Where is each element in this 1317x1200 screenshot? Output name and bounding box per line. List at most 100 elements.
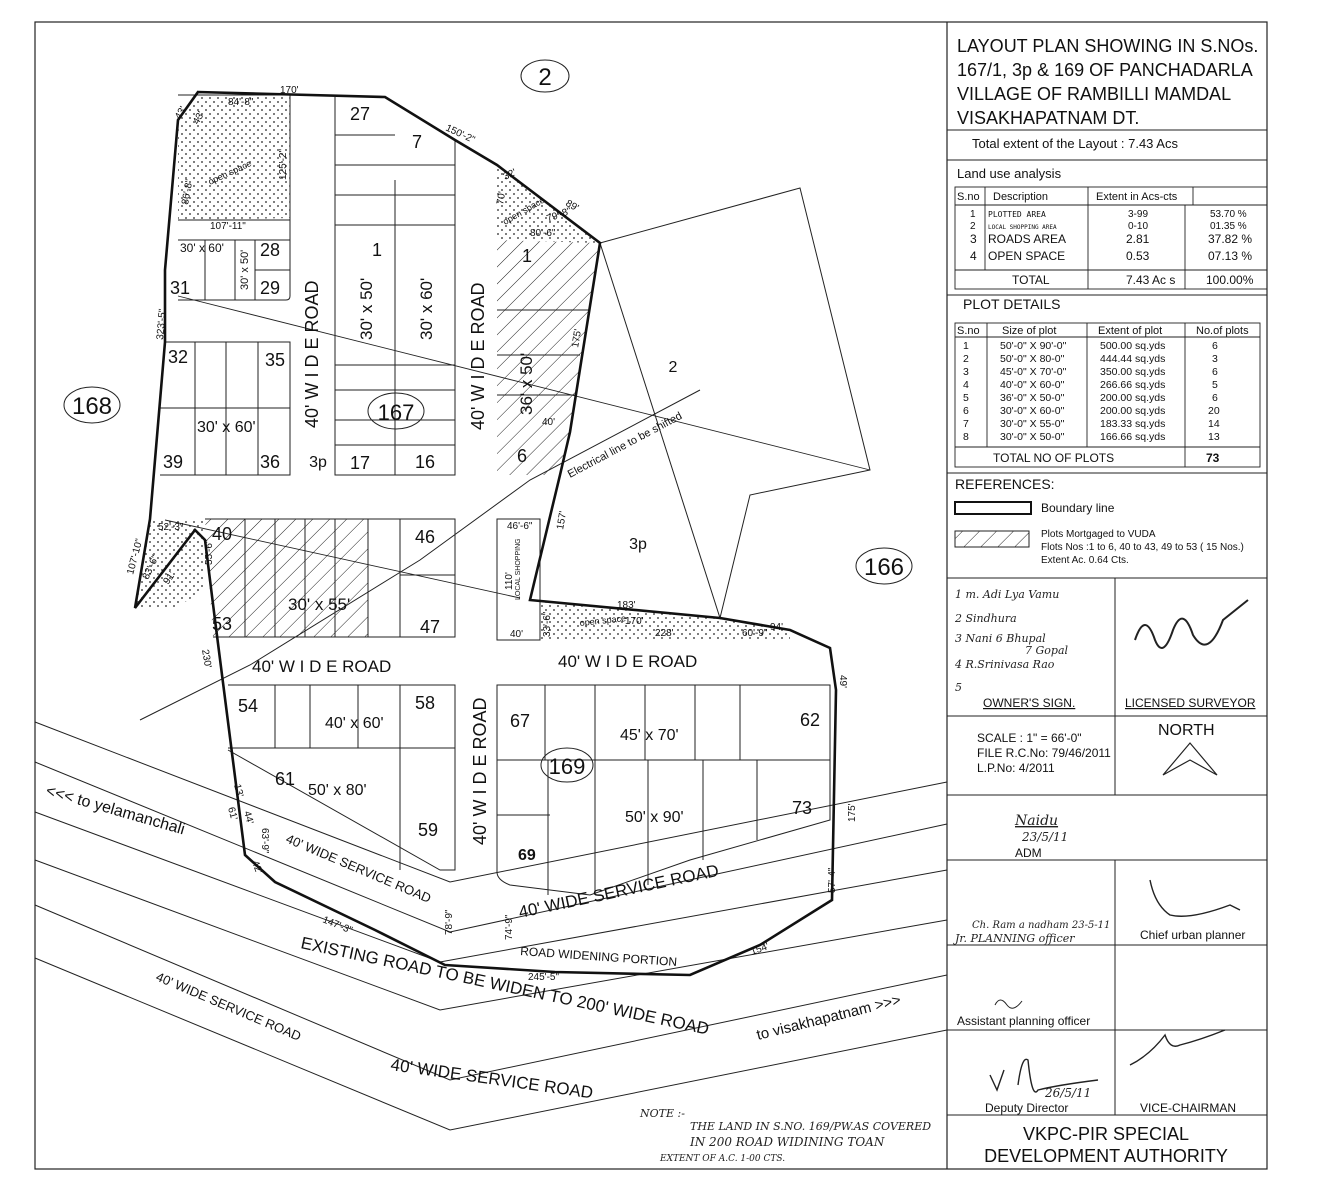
plot-29: 29 [260,278,280,298]
dim-57-4: 57'-4" [827,867,838,893]
plot-details-heading: PLOT DETAILS [963,296,1061,312]
plot-46: 46 [415,527,435,547]
dim-110: 110' [504,572,515,590]
size-30x60-north: 30' x 60' [180,241,224,255]
dd-label: Deputy Director [985,1101,1068,1115]
lu-row-4-desc: OPEN SPACE [988,249,1065,263]
scale-text: SCALE : 1" = 66'-0" [977,731,1082,745]
plot-32: 32 [168,347,188,367]
pd-row-7-size: 30'-0" X 55-0" [1000,418,1065,430]
ref-mortgaged-2: Flots Nos :1 to 6, 40 to 43, 49 to 53 ( … [1041,542,1244,553]
survey-2-inner-label: 2 [669,359,678,376]
road-widening-label: ROAD WIDENING PORTION [520,944,678,969]
dim-80-6: 80'-6" [530,228,556,239]
dim-125-2: 125'-2" [278,149,289,180]
note-label: NOTE :- [639,1107,685,1120]
file-rc-text: FILE R.C.No: 79/46/2011 [977,746,1111,760]
plot-31: 31 [170,278,190,298]
pd-head-count: No.of plots [1196,325,1249,337]
land-use-table [954,186,1268,290]
size-45x70: 45' x 70' [620,727,679,744]
pd-row-8-sno: 8 [963,431,969,443]
lu-row-4-sno: 4 [970,249,977,263]
pd-row-5-size: 36'-0" X 50-0" [1000,392,1065,404]
dim-74-9: 74'-9" [504,914,515,940]
size-40x60: 40' x 60' [325,715,384,732]
neighbor-168-circle [63,386,121,424]
dim-70: 70' [495,191,508,206]
lu-row-3-sno: 3 [970,232,977,246]
plot-53: 53 [212,614,232,634]
owners-signatures: 1 m. Adi Lya Vamu 2 Sindhura 3 Nani 6 Bh… [954,588,1069,694]
lu-rows: 1 PLOTTED AREA 3-99 53.70 % 2 LOCAL SHOP… [970,209,1252,263]
lu-row-1-ext: 3-99 [1128,209,1148,220]
pd-row-1-size: 50'-0" X 90'-0" [1000,340,1067,352]
dim-170: 170' [280,85,299,96]
boundary-legend-symbol [954,501,1032,515]
service-road-label-3: 40' WIDE SERVICE ROAD [154,969,304,1044]
plot-47: 47 [420,617,440,637]
lp-no-text: L.P.No: 4/2011 [977,761,1055,775]
dim-13: 13' [231,783,245,799]
survey-169-label: 169 [549,754,586,779]
adm-signature: Naidu [1014,813,1058,829]
jpo-label: Jr. PLANNING officer [953,932,1075,945]
pd-total-count: 73 [1206,451,1220,465]
size-30x55: 30' x 55' [288,595,350,614]
open-space-south [540,602,790,640]
electrical-line [139,389,701,721]
ref-mortgaged-3: Extent Ac. 0.64 Cts. [1041,555,1129,566]
dim-157: 157' [555,510,569,530]
plot-67: 67 [510,711,530,731]
dim-170-b: 170' [625,616,644,627]
cup-signature-graphic [1149,879,1241,917]
authority-line-1: VKPC-PIR SPECIAL [1023,1124,1189,1144]
plot-1-west: 1 [372,240,382,260]
pd-row-7-sno: 7 [963,418,969,430]
survey-167-label: 167 [378,400,415,425]
lu-head-desc: Description [993,191,1048,203]
plot-17: 17 [350,453,370,473]
dim-46-6: 46'-6" [507,521,533,532]
owner-7: 7 Gopal [1025,644,1069,657]
owner-1: 1 m. Adi Lya Vamu [955,588,1059,601]
apo-signature-graphic [994,999,1023,1009]
pd-row-4-count: 5 [1212,379,1218,391]
to-yelamanchali-label: <<< to yelamanchali [44,783,187,839]
authority-line-2: DEVELOPMENT AUTHORITY [984,1146,1228,1166]
title-line-3: VILLAGE OF RAMBILLI MAMDAL [957,84,1231,104]
pd-row-5-count: 6 [1212,392,1218,404]
plot-16: 16 [415,452,435,472]
dd-date: 26/5/11 [1044,1086,1091,1100]
pd-rows: 1 50'-0" X 90'-0" 500.00 sq.yds 6 2 50'-… [963,340,1220,443]
dim-63-9: 63'-9" [259,828,270,854]
vc-signature-graphic [1129,1029,1226,1066]
lu-row-1-desc: PLOTTED AREA [988,210,1046,219]
pd-row-8-count: 13 [1208,431,1220,443]
plot-27: 27 [350,104,370,124]
owners-sign-label: OWNER'S SIGN. [983,696,1075,710]
lu-row-3-desc: ROADS AREA [988,232,1066,246]
title-line-2: 167/1, 3p & 169 OF PANCHADARLA [957,60,1253,80]
pd-row-2-ext: 444.44 sq.yds [1100,353,1165,365]
lu-total-label: TOTAL [1012,273,1050,287]
owner-3: 3 Nani 6 Bhupal [955,632,1046,645]
layout-boundary [133,90,838,977]
pd-row-1-ext: 500.00 sq.yds [1100,340,1165,352]
local-shopping-label: LOCAL SHOPPING [515,538,522,600]
pd-row-2-size: 50'-0" X 80-0" [1000,353,1065,365]
title-block: LAYOUT PLAN SHOWING IN S.NOs. 167/1, 3p … [947,36,1268,1166]
internal-line-2 [164,519,521,599]
dim-175-b: 175' [847,803,858,822]
plot-blocks [160,94,831,896]
pd-total-label: TOTAL NO OF PLOTS [993,451,1114,465]
dd-signature-graphic [989,1058,1099,1093]
dim-44: 44' [241,810,255,826]
north-arrow-icon [1162,742,1218,776]
pd-row-6-size: 30'-0" X 60-0" [1000,405,1065,417]
lu-row-3-ext: 2.81 [1126,232,1150,246]
pd-row-1-count: 6 [1212,340,1218,352]
north-label: NORTH [1158,722,1215,739]
road-vertical-1: 40' W I D E ROAD [302,281,322,428]
pd-row-2-count: 3 [1212,353,1218,365]
